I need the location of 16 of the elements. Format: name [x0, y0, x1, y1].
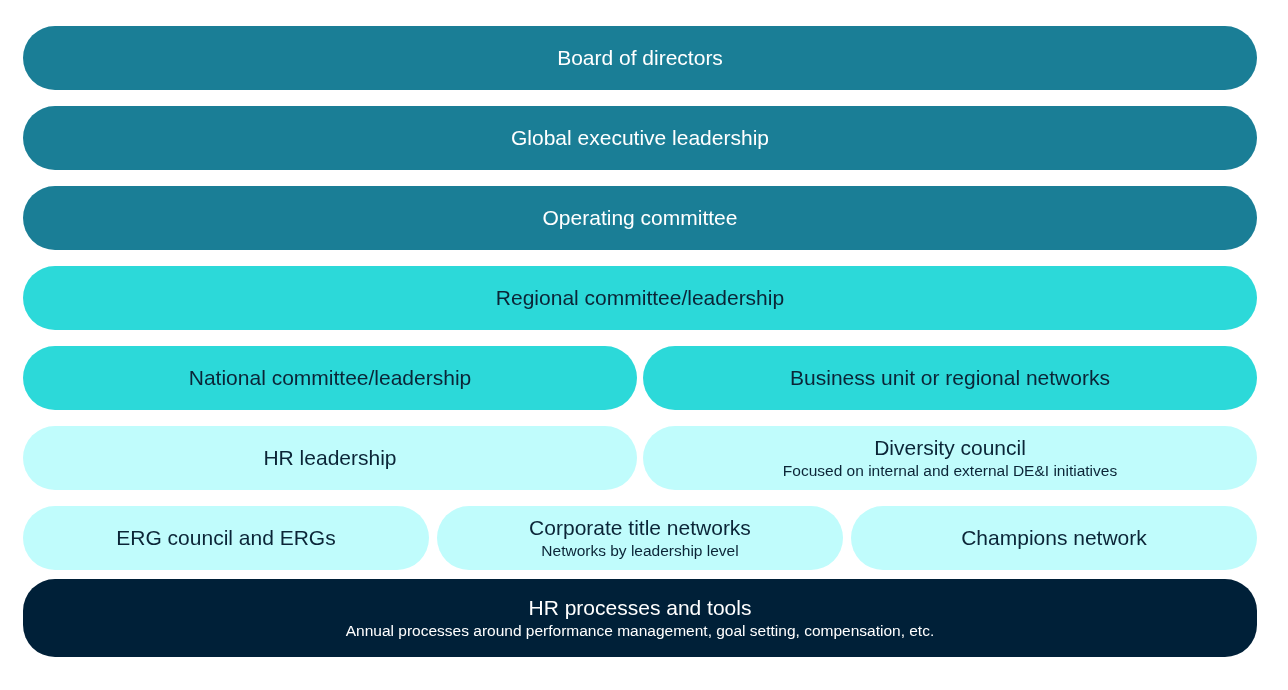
band-description: Annual processes around performance management, goal setting, compensation, etc.: [345, 621, 935, 641]
band-title: Regional committee/leadership: [495, 285, 785, 311]
band-title: Diversity council: [874, 435, 1026, 461]
band-title: Global executive leadership: [511, 125, 769, 151]
band-description: Focused on internal and external DE&I initiatives: [782, 461, 1118, 481]
band-description: Networks by leadership level: [541, 541, 739, 561]
band-title: Operating committee: [542, 205, 738, 231]
band-title: Champions network: [961, 525, 1147, 551]
band-title: HR leadership: [263, 445, 397, 471]
band-title: Board of directors: [557, 45, 723, 71]
band-title: HR processes and tools: [528, 595, 752, 621]
band-title: National committee/leadership: [188, 365, 472, 391]
rounded-band: [23, 579, 1257, 657]
band-title: Business unit or regional networks: [790, 365, 1110, 391]
band-title: Corporate title networks: [529, 515, 751, 541]
band-title: ERG council and ERGs: [116, 525, 336, 551]
